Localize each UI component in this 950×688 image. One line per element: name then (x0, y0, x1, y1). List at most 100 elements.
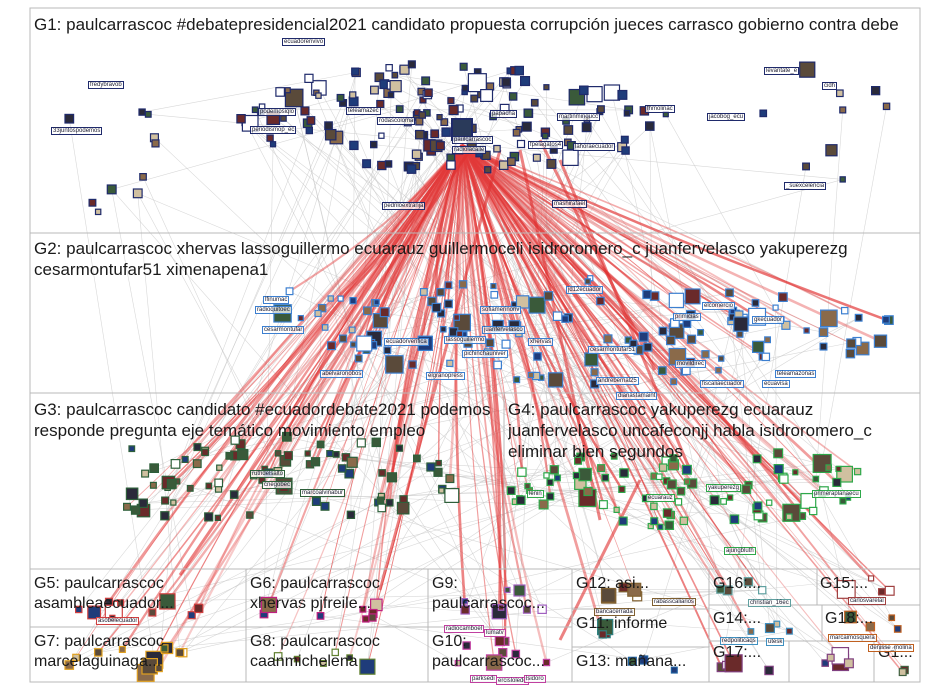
graph-node[interactable] (448, 104, 459, 116)
graph-node[interactable] (644, 121, 655, 131)
graph-node[interactable] (808, 506, 818, 516)
graph-node[interactable] (543, 291, 554, 301)
graph-node[interactable] (764, 336, 772, 344)
graph-node[interactable] (159, 593, 176, 610)
graph-node[interactable] (406, 164, 417, 174)
graph-node[interactable] (225, 451, 234, 460)
graph-node[interactable] (603, 84, 621, 101)
graph-node[interactable] (753, 501, 763, 511)
graph-node[interactable] (430, 129, 440, 139)
graph-node[interactable] (205, 482, 213, 490)
graph-node[interactable] (399, 64, 410, 75)
graph-node[interactable] (118, 645, 126, 654)
graph-node[interactable] (139, 173, 147, 181)
graph-node[interactable] (444, 299, 453, 309)
graph-node[interactable] (377, 160, 387, 171)
graph-node[interactable] (521, 121, 532, 132)
graph-node[interactable] (743, 577, 753, 587)
graph-node[interactable] (411, 149, 422, 160)
graph-node[interactable] (590, 368, 599, 377)
graph-node[interactable] (337, 295, 344, 302)
graph-node[interactable] (192, 459, 202, 469)
graph-node[interactable] (438, 487, 445, 494)
graph-node[interactable] (415, 117, 424, 126)
graph-node[interactable] (413, 454, 421, 463)
graph-node[interactable] (839, 176, 846, 183)
graph-node[interactable] (138, 498, 149, 509)
graph-node[interactable] (284, 87, 291, 94)
graph-node[interactable] (354, 354, 363, 363)
graph-node[interactable] (583, 486, 593, 497)
graph-node[interactable] (193, 603, 204, 614)
graph-node[interactable] (785, 627, 793, 635)
graph-node[interactable] (293, 655, 301, 663)
graph-node[interactable] (729, 514, 740, 525)
graph-node[interactable] (383, 346, 392, 355)
graph-node[interactable] (300, 106, 310, 116)
graph-node[interactable] (537, 604, 547, 614)
graph-node[interactable] (273, 652, 283, 661)
graph-node[interactable] (237, 448, 249, 461)
graph-node[interactable] (149, 463, 159, 473)
graph-node[interactable] (563, 125, 574, 135)
graph-node[interactable] (527, 371, 535, 379)
graph-node[interactable] (316, 611, 325, 620)
graph-node[interactable] (370, 140, 378, 149)
graph-node[interactable] (792, 469, 799, 476)
graph-node[interactable] (161, 496, 170, 505)
graph-node[interactable] (204, 512, 214, 522)
graph-node[interactable] (523, 108, 533, 118)
graph-node[interactable] (542, 658, 551, 667)
graph-node[interactable] (638, 331, 649, 342)
graph-node[interactable] (514, 65, 524, 76)
graph-node[interactable] (316, 440, 325, 449)
graph-node[interactable] (454, 659, 462, 667)
graph-node[interactable] (415, 129, 425, 140)
graph-node[interactable] (460, 605, 470, 615)
graph-node[interactable] (461, 597, 469, 605)
graph-node[interactable] (391, 71, 399, 79)
graph-node[interactable] (305, 126, 314, 135)
graph-node[interactable] (546, 492, 555, 501)
graph-node[interactable] (230, 435, 240, 445)
graph-node[interactable] (821, 659, 830, 667)
graph-node[interactable] (359, 658, 376, 675)
graph-node[interactable] (326, 450, 334, 458)
graph-node[interactable] (681, 464, 692, 475)
graph-node[interactable] (598, 630, 607, 639)
graph-node[interactable] (657, 523, 664, 531)
graph-node[interactable] (578, 467, 592, 482)
graph-node[interactable] (344, 468, 355, 479)
graph-node[interactable] (836, 579, 856, 599)
graph-node[interactable] (266, 134, 274, 142)
graph-node[interactable] (870, 85, 881, 96)
graph-node[interactable] (867, 575, 875, 582)
graph-node[interactable] (373, 299, 380, 306)
graph-node[interactable] (655, 473, 663, 481)
graph-node[interactable] (374, 72, 385, 83)
graph-node[interactable] (453, 314, 460, 321)
graph-node[interactable] (528, 296, 546, 314)
graph-node[interactable] (339, 334, 348, 343)
graph-node[interactable] (246, 511, 254, 519)
graph-node[interactable] (148, 608, 157, 617)
graph-node[interactable] (306, 116, 316, 125)
graph-node[interactable] (104, 597, 114, 606)
graph-node[interactable] (187, 611, 196, 620)
graph-node[interactable] (385, 498, 394, 507)
graph-node[interactable] (765, 499, 773, 506)
graph-node[interactable] (320, 659, 327, 667)
graph-node[interactable] (812, 475, 820, 483)
graph-node[interactable] (853, 467, 862, 476)
graph-node[interactable] (166, 479, 177, 489)
graph-node[interactable] (586, 85, 603, 103)
graph-node[interactable] (618, 582, 629, 593)
graph-node[interactable] (441, 127, 451, 137)
graph-node[interactable] (515, 295, 530, 309)
graph-node[interactable] (658, 326, 668, 336)
graph-node[interactable] (229, 490, 239, 499)
graph-node[interactable] (854, 313, 863, 322)
graph-node[interactable] (835, 465, 842, 472)
graph-node[interactable] (141, 469, 150, 478)
graph-node[interactable] (440, 118, 449, 127)
